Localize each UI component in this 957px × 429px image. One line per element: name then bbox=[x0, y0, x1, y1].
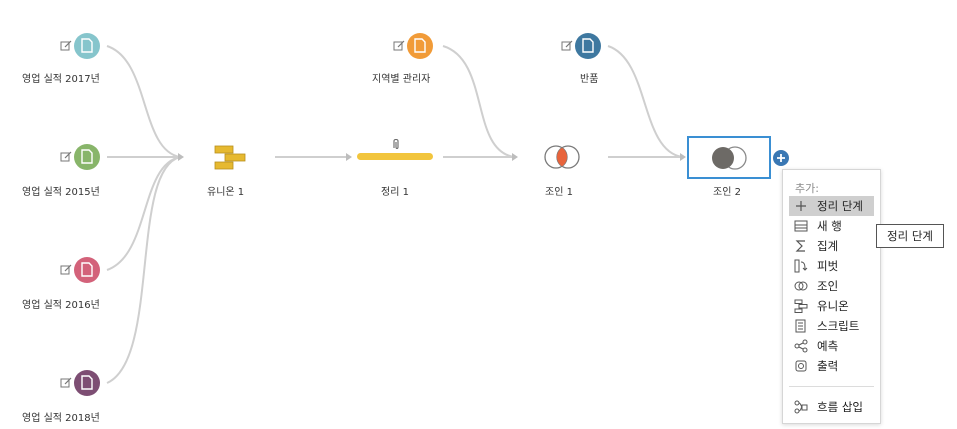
input-label: 영업 실적 2018년 bbox=[22, 413, 100, 424]
join-node-selected[interactable] bbox=[687, 136, 771, 179]
input-label: 영업 실적 2016년 bbox=[22, 300, 100, 311]
menu-item-insert-flow[interactable]: 흐름 삽입 bbox=[789, 397, 874, 417]
file-icon[interactable] bbox=[74, 33, 100, 59]
plus-icon bbox=[796, 201, 806, 211]
menu-item-label: 흐름 삽입 bbox=[817, 400, 863, 414]
union-icon bbox=[214, 145, 246, 170]
edit-icon[interactable] bbox=[561, 40, 573, 52]
new-rows-icon bbox=[794, 220, 808, 232]
input-label: 영업 실적 2017년 bbox=[22, 74, 100, 85]
clean-node[interactable] bbox=[357, 138, 435, 164]
menu-item-label: 조인 bbox=[817, 279, 839, 293]
join-node[interactable] bbox=[540, 143, 584, 171]
menu-item-label: 예측 bbox=[817, 339, 839, 353]
predict-icon bbox=[794, 339, 808, 353]
menu-item-label: 정리 단계 bbox=[817, 199, 863, 213]
insert-flow-icon bbox=[794, 400, 808, 414]
arrow-head bbox=[512, 153, 518, 161]
pivot-icon bbox=[794, 259, 808, 273]
join-label: 조인 1 bbox=[545, 187, 573, 198]
paperclip-icon bbox=[393, 138, 399, 150]
input-label: 반품 bbox=[580, 74, 599, 85]
menu-item-label: 출력 bbox=[817, 359, 839, 373]
sigma-icon bbox=[795, 240, 805, 252]
clean-label: 정리 1 bbox=[381, 187, 409, 198]
connector-returns-join2 bbox=[607, 45, 683, 158]
tooltip: 정리 단계 bbox=[876, 224, 944, 248]
menu-item-join[interactable]: 조인 bbox=[789, 276, 874, 296]
edit-icon[interactable] bbox=[60, 151, 72, 163]
menu-item-aggregate[interactable]: 집계 bbox=[789, 236, 874, 256]
menu-item-script[interactable]: 스크립트 bbox=[789, 316, 874, 336]
union-node[interactable] bbox=[205, 140, 255, 176]
file-icon[interactable] bbox=[74, 370, 100, 396]
input-label: 지역별 관리자 bbox=[372, 74, 431, 85]
edit-icon[interactable] bbox=[60, 40, 72, 52]
join-icon bbox=[794, 281, 808, 291]
menu-item-pivot[interactable]: 피벗 bbox=[789, 256, 874, 276]
menu-item-union[interactable]: 유니온 bbox=[789, 296, 874, 316]
edit-icon[interactable] bbox=[60, 377, 72, 389]
arrow-head bbox=[346, 153, 352, 161]
file-icon[interactable] bbox=[575, 33, 601, 59]
input-label: 영업 실적 2015년 bbox=[22, 187, 100, 198]
menu-item-output[interactable]: 출력 bbox=[789, 356, 874, 376]
menu-item-label: 피벗 bbox=[817, 259, 839, 273]
connector-2017-union bbox=[106, 45, 181, 158]
join-icon bbox=[544, 145, 580, 169]
menu-separator bbox=[789, 386, 874, 387]
menu-title: 추가: bbox=[795, 182, 819, 195]
edit-icon[interactable] bbox=[60, 264, 72, 276]
menu-item-clean-step[interactable]: 정리 단계 bbox=[789, 196, 874, 216]
arrow-head bbox=[680, 153, 686, 161]
connector-2018-union bbox=[106, 156, 181, 384]
connector-region-join1 bbox=[442, 45, 515, 158]
add-step-button[interactable] bbox=[773, 150, 789, 166]
menu-item-predict[interactable]: 예측 bbox=[789, 336, 874, 356]
union-icon bbox=[794, 299, 808, 313]
menu-item-label: 새 행 bbox=[817, 219, 842, 233]
menu-item-label: 집계 bbox=[817, 239, 839, 253]
menu-item-new-rows[interactable]: 새 행 bbox=[789, 216, 874, 236]
join-label: 조인 2 bbox=[713, 187, 741, 198]
menu-item-label: 스크립트 bbox=[817, 319, 860, 333]
plus-icon bbox=[777, 154, 785, 162]
add-step-menu: 추가: 정리 단계 새 행 집계 피벗 조인 유니온 스크립트 예측 출력 흐름… bbox=[782, 169, 881, 424]
connector-2016-union bbox=[106, 156, 181, 271]
union-label: 유니온 1 bbox=[207, 187, 245, 198]
file-icon[interactable] bbox=[74, 257, 100, 283]
edit-icon[interactable] bbox=[393, 40, 405, 52]
join-icon bbox=[712, 146, 747, 170]
script-icon bbox=[795, 319, 806, 333]
file-icon[interactable] bbox=[74, 144, 100, 170]
output-icon bbox=[795, 360, 807, 372]
menu-item-label: 유니온 bbox=[817, 299, 849, 313]
arrow-head bbox=[178, 153, 184, 161]
clean-bar bbox=[357, 153, 433, 160]
file-icon[interactable] bbox=[407, 33, 433, 59]
